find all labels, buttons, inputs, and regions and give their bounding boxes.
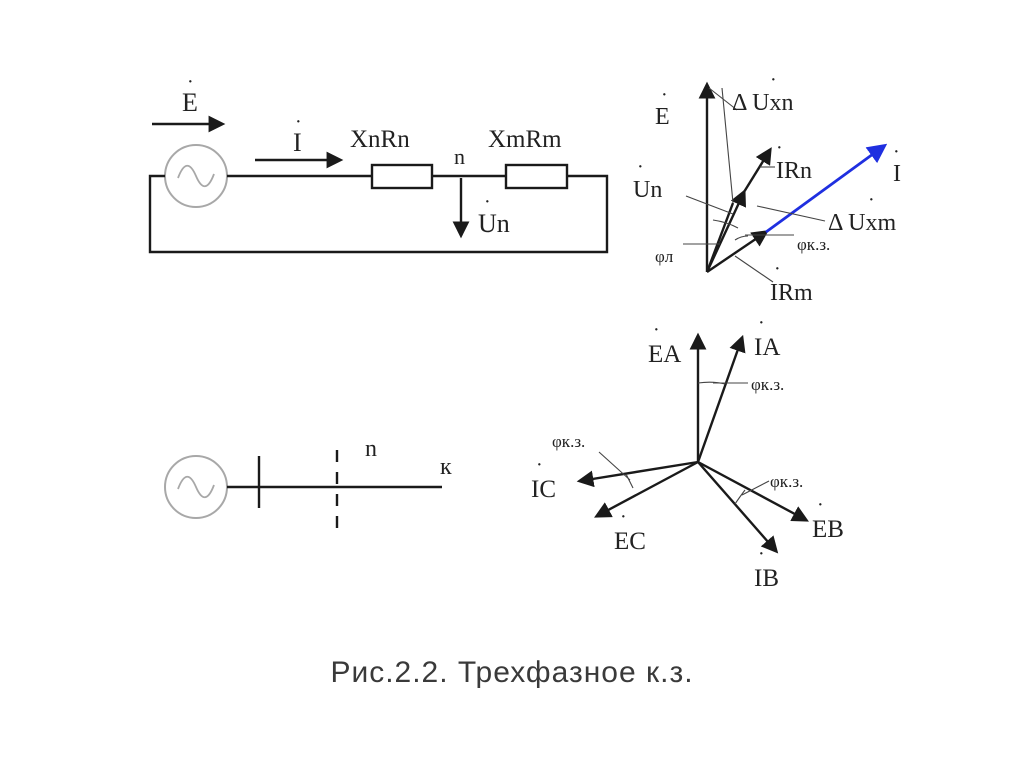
figure-caption: Рис.2.2. Трехфазное к.з. — [330, 656, 694, 689]
e-dot: · — [661, 84, 668, 106]
dux-m-label: Δ Uxm — [828, 210, 896, 236]
e-label: E — [655, 104, 670, 130]
phi-b-label: φк.з. — [770, 472, 803, 491]
eb-vector — [697, 460, 809, 522]
phi-a-label: φк.з. — [751, 375, 784, 394]
phi-kz-label: φк.з. — [797, 235, 830, 254]
phi-b-leader — [741, 480, 770, 496]
ia-vector — [696, 334, 746, 463]
phi-l-arc — [712, 219, 739, 229]
un-label: Un — [633, 177, 662, 203]
sine-wave-icon — [177, 164, 215, 188]
node-n-label: n — [365, 436, 377, 462]
ec-vector — [594, 460, 699, 518]
phi-c-leader — [598, 451, 631, 481]
irm-leader — [734, 255, 774, 283]
single-line-diagram: n к — [164, 436, 452, 532]
circuit-schematic: E · I · XnRn XmRm n Un · — [148, 71, 609, 254]
irm-dot: · — [774, 258, 781, 280]
dux-n-leader — [708, 87, 738, 111]
phasor-diagram-single: E · Δ Uxn · IRn · I · Un · Δ Uxm · φк.з.… — [633, 69, 901, 306]
voltage-dot: · — [484, 191, 491, 213]
eb-dot: · — [817, 494, 824, 516]
phi-kz-arc — [734, 235, 749, 241]
irm-label: IRm — [770, 280, 813, 306]
ec-label: EC — [614, 528, 646, 555]
impedance-m-box — [504, 163, 569, 190]
i-label: I — [893, 161, 901, 187]
irm-vector — [706, 230, 769, 273]
dux-m-dot: · — [868, 189, 875, 211]
ia-label: IA — [754, 334, 780, 361]
elem1-label: XnRn — [350, 126, 410, 153]
irn-label: IRn — [776, 158, 812, 184]
elem2-label: XmRm — [488, 126, 562, 153]
current-label: I — [293, 128, 302, 157]
end-k-label: к — [440, 454, 452, 480]
phi-c-label: φк.з. — [552, 432, 585, 451]
ic-vector — [576, 460, 699, 488]
circuit-wire-loop — [148, 174, 609, 254]
ib-dot: · — [758, 543, 765, 565]
dux-m-leader — [756, 205, 826, 222]
impedance-n-box — [370, 163, 434, 190]
irn-vector — [742, 147, 772, 193]
ic-label: IC — [531, 476, 556, 503]
i-dot: · — [893, 141, 900, 163]
un-dot: · — [637, 156, 644, 178]
ea-dot: · — [653, 319, 660, 341]
ea-label: EA — [648, 341, 681, 368]
phi-l-label: φл — [655, 247, 674, 266]
sine-wave-icon-2 — [177, 475, 215, 499]
dux-n-dot: · — [770, 69, 777, 91]
ec-dot: · — [620, 506, 627, 528]
phi-a-arc — [697, 381, 726, 385]
node-label: n — [454, 144, 465, 169]
ic-dot: · — [536, 454, 543, 476]
un-dir-line — [705, 202, 735, 273]
current-dot: · — [295, 111, 302, 133]
ib-label: IB — [754, 565, 779, 592]
dux-n-label: Δ Uxn — [732, 90, 793, 116]
phi-c-arc — [625, 473, 634, 489]
irn-dot: · — [776, 137, 783, 159]
phi-b-arc — [734, 489, 746, 505]
phasor-diagram-three-phase: EA · IA · φк.з. φк.з. IC · EC · φк.з. EB… — [531, 312, 844, 592]
voltage-label: Un — [478, 209, 510, 238]
ib-vector — [697, 461, 779, 554]
un-leader — [685, 195, 734, 215]
ia-dot: · — [758, 312, 765, 334]
eb-label: EB — [812, 516, 844, 543]
dux-n-line — [721, 87, 734, 204]
emf-dot: · — [187, 71, 194, 93]
emf-label: E — [182, 88, 198, 117]
i-vector — [765, 143, 888, 234]
